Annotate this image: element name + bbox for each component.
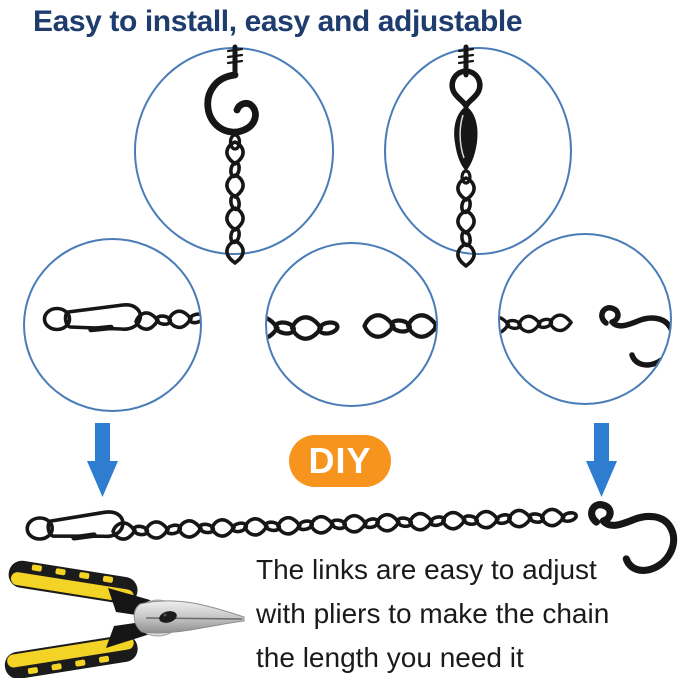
chain-links-gap-icon — [267, 244, 438, 407]
detail-circle-snap-clasp — [23, 238, 202, 412]
caption-line-3: the length you need it — [256, 642, 524, 673]
diy-badge: DIY — [289, 435, 391, 487]
diy-badge-label: DIY — [308, 440, 372, 481]
detail-circle-ceiling-hook — [134, 47, 334, 255]
chain-s-hook-icon — [500, 235, 672, 405]
snap-clasp-chain-icon — [25, 240, 202, 412]
caption-line-1: The links are easy to adjust — [256, 554, 597, 585]
detail-circle-s-hook — [498, 233, 672, 405]
page-title: Easy to install, easy and adjustable — [33, 5, 523, 38]
caption-line-2: with pliers to make the chain — [256, 598, 610, 629]
caption: The links are easy to adjust with pliers… — [256, 548, 609, 678]
pliers-illustration — [4, 560, 245, 678]
ceiling-hook-chain-icon — [204, 49, 259, 257]
eye-screw-clasp-chain-icon — [449, 49, 483, 257]
detail-circle-chain-links — [265, 242, 438, 407]
detail-circle-eye-clasp — [384, 47, 572, 255]
